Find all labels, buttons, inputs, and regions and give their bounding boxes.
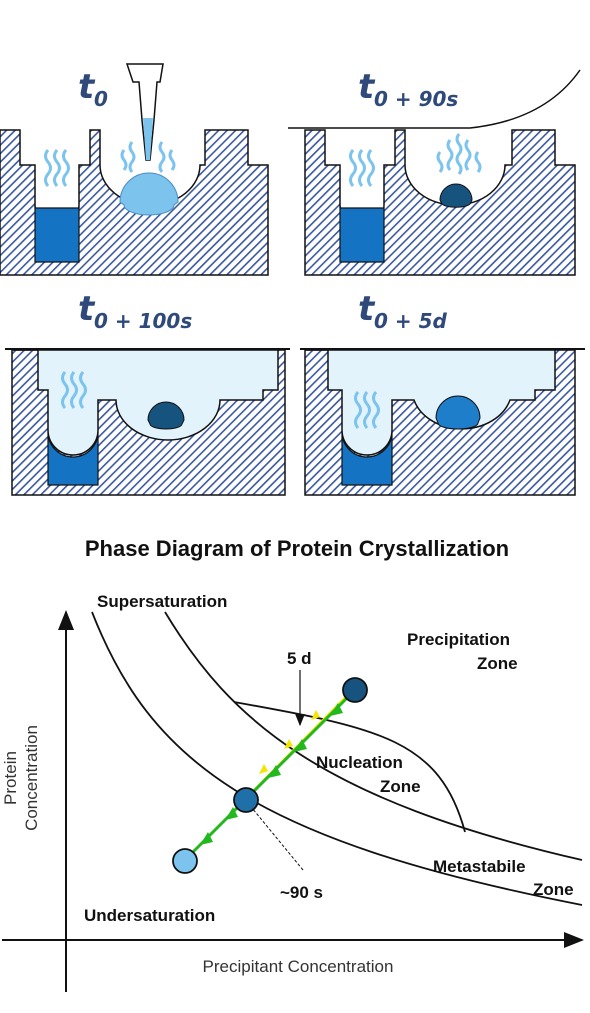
vapor-lines (61, 371, 87, 409)
reservoir-liquid (34, 207, 80, 263)
state-90s (233, 787, 259, 813)
time-label-t0: t (78, 67, 96, 107)
label-undersaturation: Undersaturation (84, 906, 215, 925)
supersolubility-curve (164, 611, 583, 861)
vapor-lines (354, 391, 380, 429)
panel-t0-100s: t 0 + 100s (5, 289, 290, 496)
reservoir-liquid (339, 207, 385, 263)
time-sub-t0: 0 (94, 87, 108, 111)
vapor-lines (44, 141, 176, 187)
pointer-90s (251, 807, 304, 871)
time-sub-t5d: 0 + 5d (374, 309, 448, 333)
x-axis-label: Precipitant Concentration (203, 957, 394, 976)
panel-t0-5d: t 0 + 5d (300, 289, 585, 496)
time-sub-t90: 0 + 90s (374, 87, 458, 111)
protein-drop (119, 172, 179, 216)
sealed-chamber (305, 349, 556, 456)
label-metastable-2: Zone (533, 880, 574, 899)
time-label-t90: t (358, 67, 376, 107)
label-supersaturation: Supersaturation (97, 592, 227, 611)
time-label-t100: t (78, 289, 96, 329)
label-5d: 5 d (287, 649, 312, 668)
equilibration-path (183, 688, 357, 862)
crystal-drop (435, 395, 481, 430)
label-metastable-1: Metastabile (433, 857, 526, 876)
time-label-t5d: t (358, 289, 376, 329)
nucleation-boundary (233, 701, 466, 833)
time-sub-t100: 0 + 100s (94, 309, 192, 333)
state-initial (172, 848, 198, 874)
diagram-title: Phase Diagram of Protein Crystallization (85, 536, 509, 561)
crystal-drop (147, 401, 185, 430)
y-axis-label-2: Concentration (22, 725, 41, 831)
phase-diagram: Supersaturation Precipitation Zone Nucle… (1, 592, 584, 992)
label-90s: ~90 s (280, 883, 323, 902)
panel-t0: t 0 (0, 63, 269, 276)
label-nucleation-2: Zone (380, 777, 421, 796)
vapor-lines (349, 133, 482, 187)
reservoir-liquid (341, 431, 393, 486)
sealed-chamber (12, 349, 279, 456)
reservoir-liquid (47, 431, 99, 486)
state-5d (342, 677, 368, 703)
solubility-curve (91, 611, 583, 906)
sealing-tape (288, 69, 581, 129)
pipette-icon (125, 63, 164, 161)
label-precipitation-2: Zone (477, 654, 518, 673)
label-nucleation-1: Nucleation (316, 753, 403, 772)
label-precipitation-1: Precipitation (407, 630, 510, 649)
panel-t0-90s: t 0 + 90s (288, 67, 581, 276)
crystal-drop (439, 183, 473, 208)
y-axis-label-1: Protein (1, 751, 20, 805)
